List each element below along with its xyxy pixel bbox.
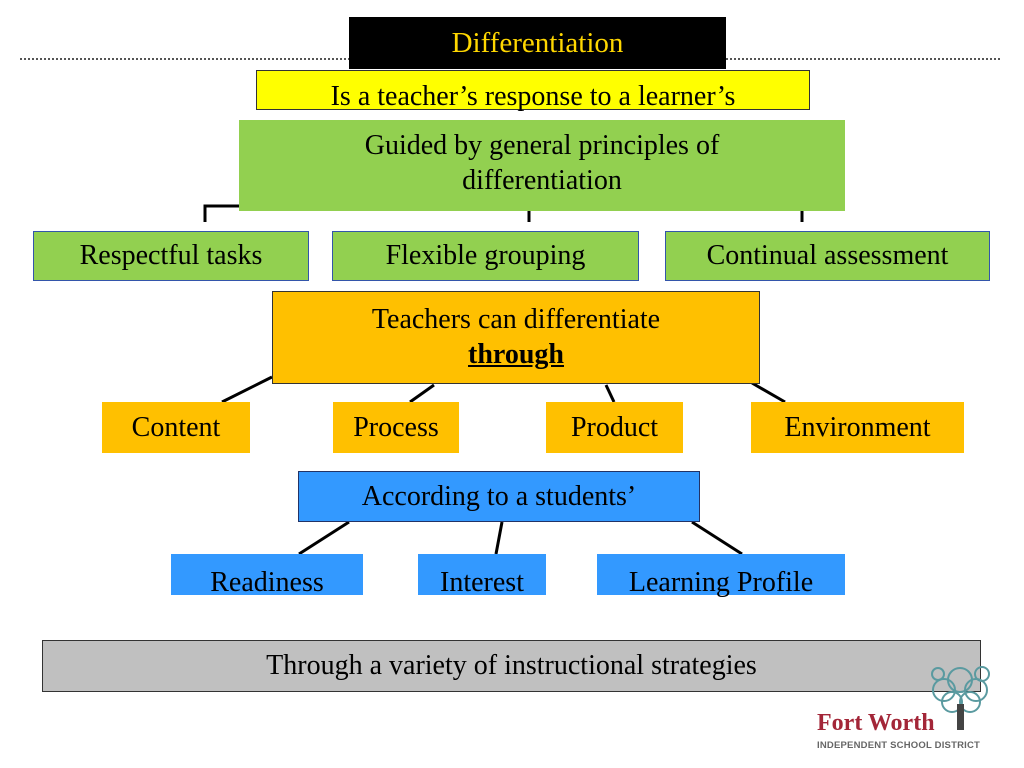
connector-product — [604, 384, 616, 403]
principle-continual-assessment: Continual assessment — [665, 231, 990, 281]
according-box: According to a students’ — [298, 471, 700, 522]
item-environment: Environment — [751, 402, 964, 453]
principle-flexible-grouping: Flexible grouping — [332, 231, 639, 281]
item-label: Environment — [784, 411, 931, 443]
student-interest: Interest — [418, 554, 546, 598]
item-content: Content — [102, 402, 250, 453]
principle-label: Continual assessment — [706, 240, 949, 271]
strategies-text: Through a variety of instructional strat… — [266, 650, 757, 681]
connector-environment — [751, 381, 786, 404]
item-label: Process — [353, 411, 439, 443]
item-label: Product — [570, 411, 659, 443]
principle-label: Flexible grouping — [385, 240, 586, 271]
student-readiness: Readiness — [171, 554, 363, 598]
strategies-banner: Through a variety of instructional strat… — [42, 640, 981, 692]
definition-box: Is a teacher’s response to a learner’s — [256, 70, 810, 112]
student-label: Interest — [440, 566, 524, 598]
connector-learning-profile — [691, 520, 743, 556]
item-label: Content — [131, 411, 221, 443]
definition-text: Is a teacher’s response to a learner’s — [330, 81, 736, 112]
principles-heading-box: Guided by general principles of differen… — [239, 120, 845, 211]
item-process: Process — [333, 402, 459, 453]
tree-icon — [931, 666, 990, 730]
connector-process — [409, 383, 435, 404]
student-label: Readiness — [210, 566, 324, 598]
principle-respectful-tasks: Respectful tasks — [33, 231, 309, 281]
connector-readiness — [298, 520, 350, 556]
according-heading: According to a students’ — [361, 480, 637, 512]
title-text: Differentiation — [451, 26, 624, 59]
through-box: Teachers can differentiate through — [272, 291, 760, 384]
through-line1: Teachers can differentiate — [371, 304, 661, 335]
connector-interest — [494, 521, 504, 555]
title-box: Differentiation — [349, 17, 726, 69]
student-learning-profile: Learning Profile — [597, 554, 845, 598]
through-line2: through — [468, 339, 564, 370]
dotted-rule-right — [726, 58, 1000, 60]
item-product: Product — [546, 402, 683, 453]
dotted-rule-left — [20, 58, 350, 60]
logo-name: Fort Worth — [817, 710, 935, 736]
principles-heading-line2: differentiation — [462, 165, 622, 196]
fort-worth-logo: Fort Worth INDEPENDENT SCHOOL DISTRICT — [815, 660, 1000, 760]
principle-label: Respectful tasks — [79, 240, 263, 271]
connector-content — [221, 375, 273, 404]
student-label: Learning Profile — [628, 566, 814, 598]
logo-subtitle: INDEPENDENT SCHOOL DISTRICT — [817, 740, 981, 751]
principles-heading-line1: Guided by general principles of — [364, 130, 720, 161]
